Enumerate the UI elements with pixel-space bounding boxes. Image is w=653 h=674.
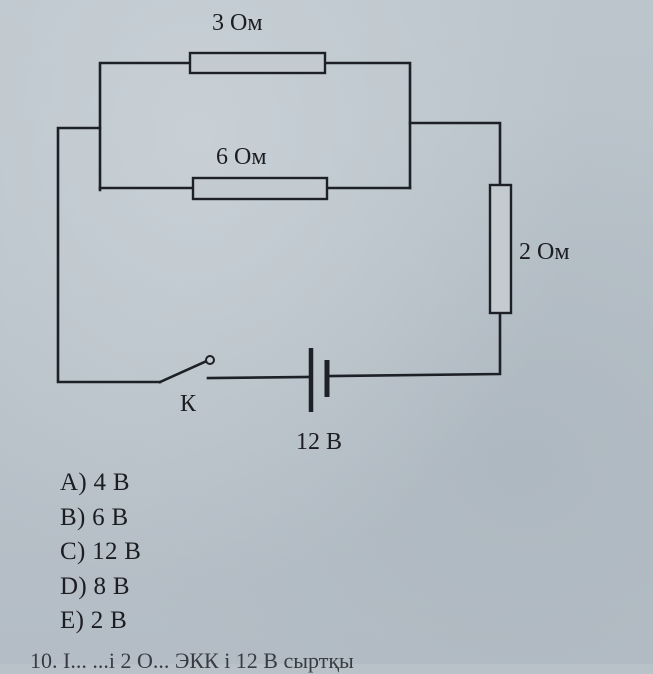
answer-option-b[interactable]: B) 6 В <box>60 503 129 531</box>
resistor-6-ohm <box>191 176 329 201</box>
answer-options: A) 4 В B) 6 В C) 12 В D) 8 В E) 2 В <box>60 466 141 639</box>
upper-branch-wire <box>98 61 412 192</box>
battery-label: 12 В <box>296 429 342 455</box>
left-wire <box>56 126 162 384</box>
answer-option-d[interactable]: D) 8 В <box>60 572 130 600</box>
switch-battery-wire <box>206 375 312 380</box>
answer-option-c[interactable]: C) 12 В <box>60 538 142 565</box>
switch-blade <box>158 358 211 384</box>
right-wire <box>328 121 502 378</box>
answer-option-e[interactable]: E) 2 В <box>60 607 128 634</box>
switch-label: К <box>180 391 197 417</box>
circuit-diagram: 3 Ом 6 Ом 2 Ом К 12 В <box>56 10 570 455</box>
resistor-3-ohm <box>188 51 327 75</box>
switch-contact <box>205 355 215 365</box>
answer-option-a[interactable]: A) 4 В <box>60 469 130 496</box>
resistor-2-ohm-label: 2 Ом <box>519 239 570 265</box>
next-question-fragment: 10. І... ...і 2 О... ЭКК і 12 В сыртқы <box>30 648 354 673</box>
resistor-3-ohm-label: 3 Ом <box>212 10 263 36</box>
resistor-6-ohm-label: 6 Ом <box>216 144 267 170</box>
resistor-2-ohm <box>488 183 513 315</box>
